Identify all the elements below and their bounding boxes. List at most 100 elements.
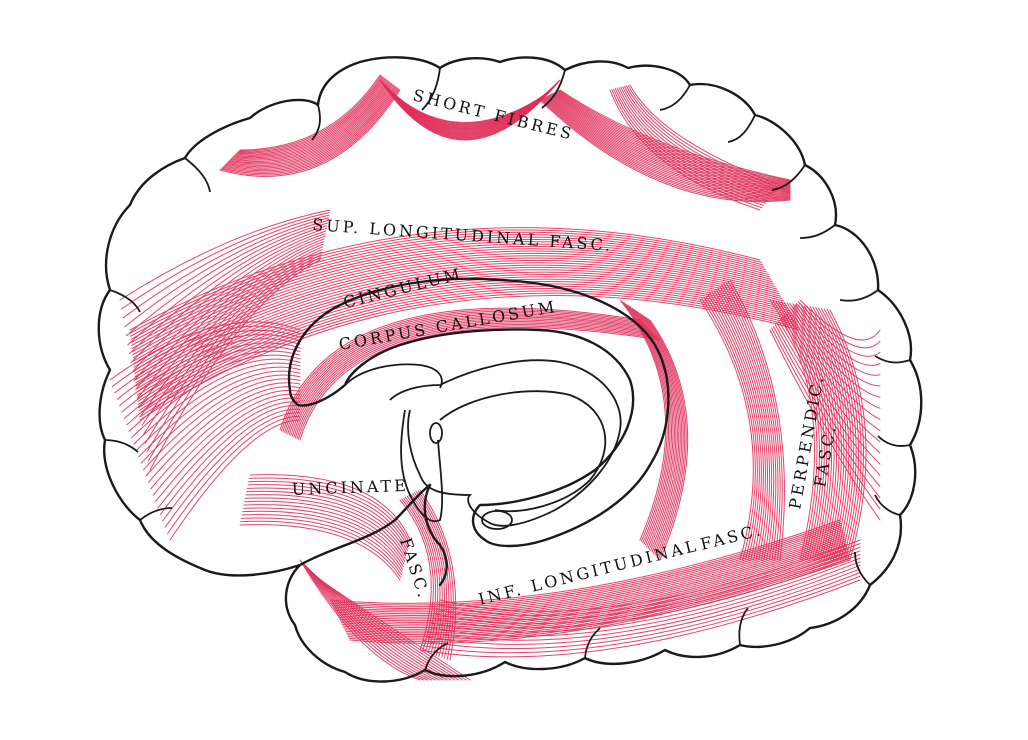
- fibre-strand: [776, 322, 881, 476]
- fibre-strand: [334, 529, 844, 615]
- labels: SHORT FIBRES SUP. LONGITUDINAL FASC. CIN…: [291, 85, 840, 608]
- fibre-strand: [162, 408, 301, 522]
- fibre-strand: [121, 342, 301, 413]
- fibre-strand: [135, 267, 784, 384]
- fibre-strand: [401, 498, 434, 652]
- sup-longitudinal-fasc-front: [119, 209, 331, 471]
- fibre-strand: [541, 98, 791, 200]
- fibre-strand: [313, 573, 456, 681]
- fibre-strand: [232, 79, 388, 159]
- corpus-callosum-outline: [287, 277, 670, 548]
- fibre-strand: [239, 74, 381, 151]
- fibre-strand: [247, 484, 409, 549]
- fibre-strand: [123, 346, 301, 419]
- fibre-strand: [616, 87, 768, 202]
- fibre-strand: [769, 299, 816, 561]
- fibre-strand: [426, 564, 861, 641]
- fibre-strand: [820, 308, 860, 561]
- fibre-strand: [285, 313, 647, 434]
- fibre-strand: [419, 579, 861, 658]
- fibre-strand: [235, 77, 385, 155]
- short-fibres-left: [219, 74, 401, 177]
- fibre-strand: [637, 311, 680, 553]
- fibre-strand: [643, 315, 684, 557]
- fibre-strand: [310, 570, 448, 681]
- fibre-strand: [143, 248, 323, 435]
- fibre-strand: [150, 389, 301, 490]
- fibre-strand: [345, 550, 849, 636]
- fibre-strand: [221, 88, 399, 175]
- fibre-strand: [125, 220, 329, 337]
- fibre-strand: [539, 99, 791, 203]
- fibre-strand: [423, 572, 861, 650]
- fibre-strand: [337, 535, 845, 620]
- fornix-outline: [389, 359, 622, 527]
- septum-outline: [344, 363, 443, 389]
- fibre-strand: [290, 318, 652, 436]
- fibre-strand: [725, 282, 781, 561]
- fibre-strand: [338, 536, 845, 622]
- fibre-strand: [335, 531, 844, 617]
- fibre-strand: [711, 291, 766, 561]
- fibre-strand: [243, 504, 405, 565]
- fibre-strand: [547, 95, 791, 193]
- fibre-strand: [133, 362, 301, 445]
- fibre-strand: [641, 314, 683, 556]
- fibre-strand: [705, 295, 760, 561]
- fibre-strand: [245, 494, 407, 557]
- fibre-strand: [224, 85, 396, 170]
- fibre-strand: [800, 304, 842, 561]
- fibre-strand: [780, 318, 881, 454]
- fibre-strand: [826, 309, 865, 561]
- fibre-strand: [231, 80, 389, 160]
- fibre-strand: [122, 214, 330, 319]
- fibre-strand: [721, 284, 777, 561]
- fibre-strand: [233, 78, 387, 157]
- fibre-strand: [715, 288, 771, 561]
- fibre-strand: [143, 378, 301, 471]
- fibre-strand: [717, 287, 773, 561]
- fibre-strand: [707, 294, 762, 561]
- uncus-outline: [423, 483, 448, 587]
- fibre-strand: [129, 229, 762, 334]
- fibre-strand: [542, 97, 791, 198]
- fibre-strand: [288, 316, 650, 436]
- fibre-strand: [135, 366, 301, 451]
- fibre-strand: [226, 84, 394, 168]
- fibre-strand: [406, 495, 441, 655]
- uncinate-fasc: [239, 474, 411, 581]
- fibre-strand: [818, 307, 857, 561]
- fibre-strand: [164, 412, 301, 528]
- fibre-strand: [279, 307, 641, 431]
- fibre-strand: [223, 86, 397, 172]
- short-fibres-middle: [379, 79, 561, 141]
- short-fibres-far-right: [609, 84, 781, 211]
- fibre-strand: [785, 313, 881, 420]
- fibre-strand: [432, 554, 861, 629]
- fibre-strand: [135, 264, 783, 381]
- fibre-strand: [774, 324, 881, 487]
- fibre-strand: [799, 299, 881, 341]
- fibre-strand: [788, 310, 881, 398]
- frontal-radiation: [109, 321, 301, 541]
- fibre-strand: [121, 212, 330, 310]
- fibre-strand: [394, 94, 546, 123]
- fibre-strand: [645, 316, 686, 558]
- fibre-strand: [137, 283, 794, 405]
- fibre-strand: [647, 318, 687, 560]
- fibre-strand: [622, 86, 774, 195]
- fibre-strand: [727, 280, 783, 561]
- fibre-strand: [130, 234, 765, 340]
- fibre-strand: [434, 550, 861, 625]
- fibre-strand: [792, 306, 881, 376]
- fibre-strand: [227, 83, 393, 166]
- fibre-strand: [812, 306, 852, 561]
- temporal-radiation: [299, 559, 471, 681]
- fibre-strand: [611, 89, 763, 209]
- fibre-strand: [119, 338, 301, 407]
- fibre-strand: [282, 310, 644, 433]
- fibre-strand: [614, 88, 766, 204]
- fibre-strand: [723, 283, 779, 561]
- fibre-strand: [701, 298, 756, 561]
- fibre-strand: [719, 286, 775, 561]
